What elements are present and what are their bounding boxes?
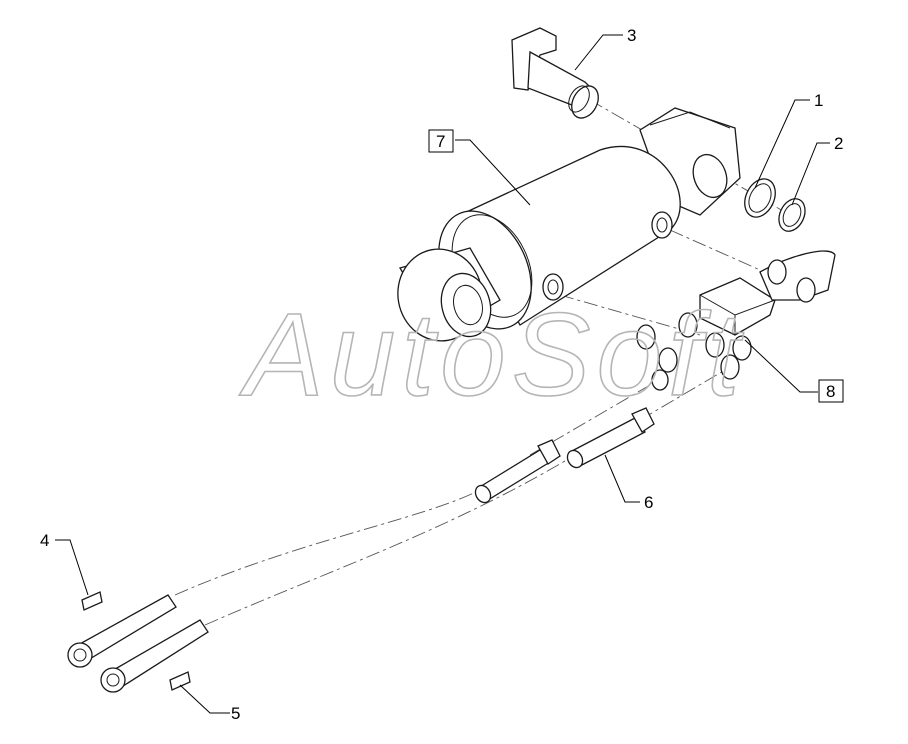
callout-6: 6: [644, 493, 653, 512]
watermark: AutoSoft: [239, 289, 746, 421]
leader-lines: [55, 34, 830, 714]
callout-box-7: 7: [428, 129, 454, 153]
callout-5: 5: [231, 704, 240, 723]
callout-3: 3: [627, 26, 636, 45]
callout-8: 8: [826, 382, 835, 401]
callout-1: 1: [814, 91, 823, 110]
part-pin: [511, 27, 599, 119]
callout-2: 2: [834, 134, 843, 153]
part-cylinder: [397, 107, 741, 342]
part-rings: [744, 178, 806, 232]
part-short-pipes: [474, 407, 655, 504]
callout-4: 4: [40, 531, 49, 550]
part-valve-block: [636, 250, 836, 391]
part-labels: [81, 591, 191, 691]
part-long-hoses: [67, 594, 209, 693]
callout-7: 7: [436, 132, 445, 151]
callout-box-8: 8: [818, 379, 844, 403]
